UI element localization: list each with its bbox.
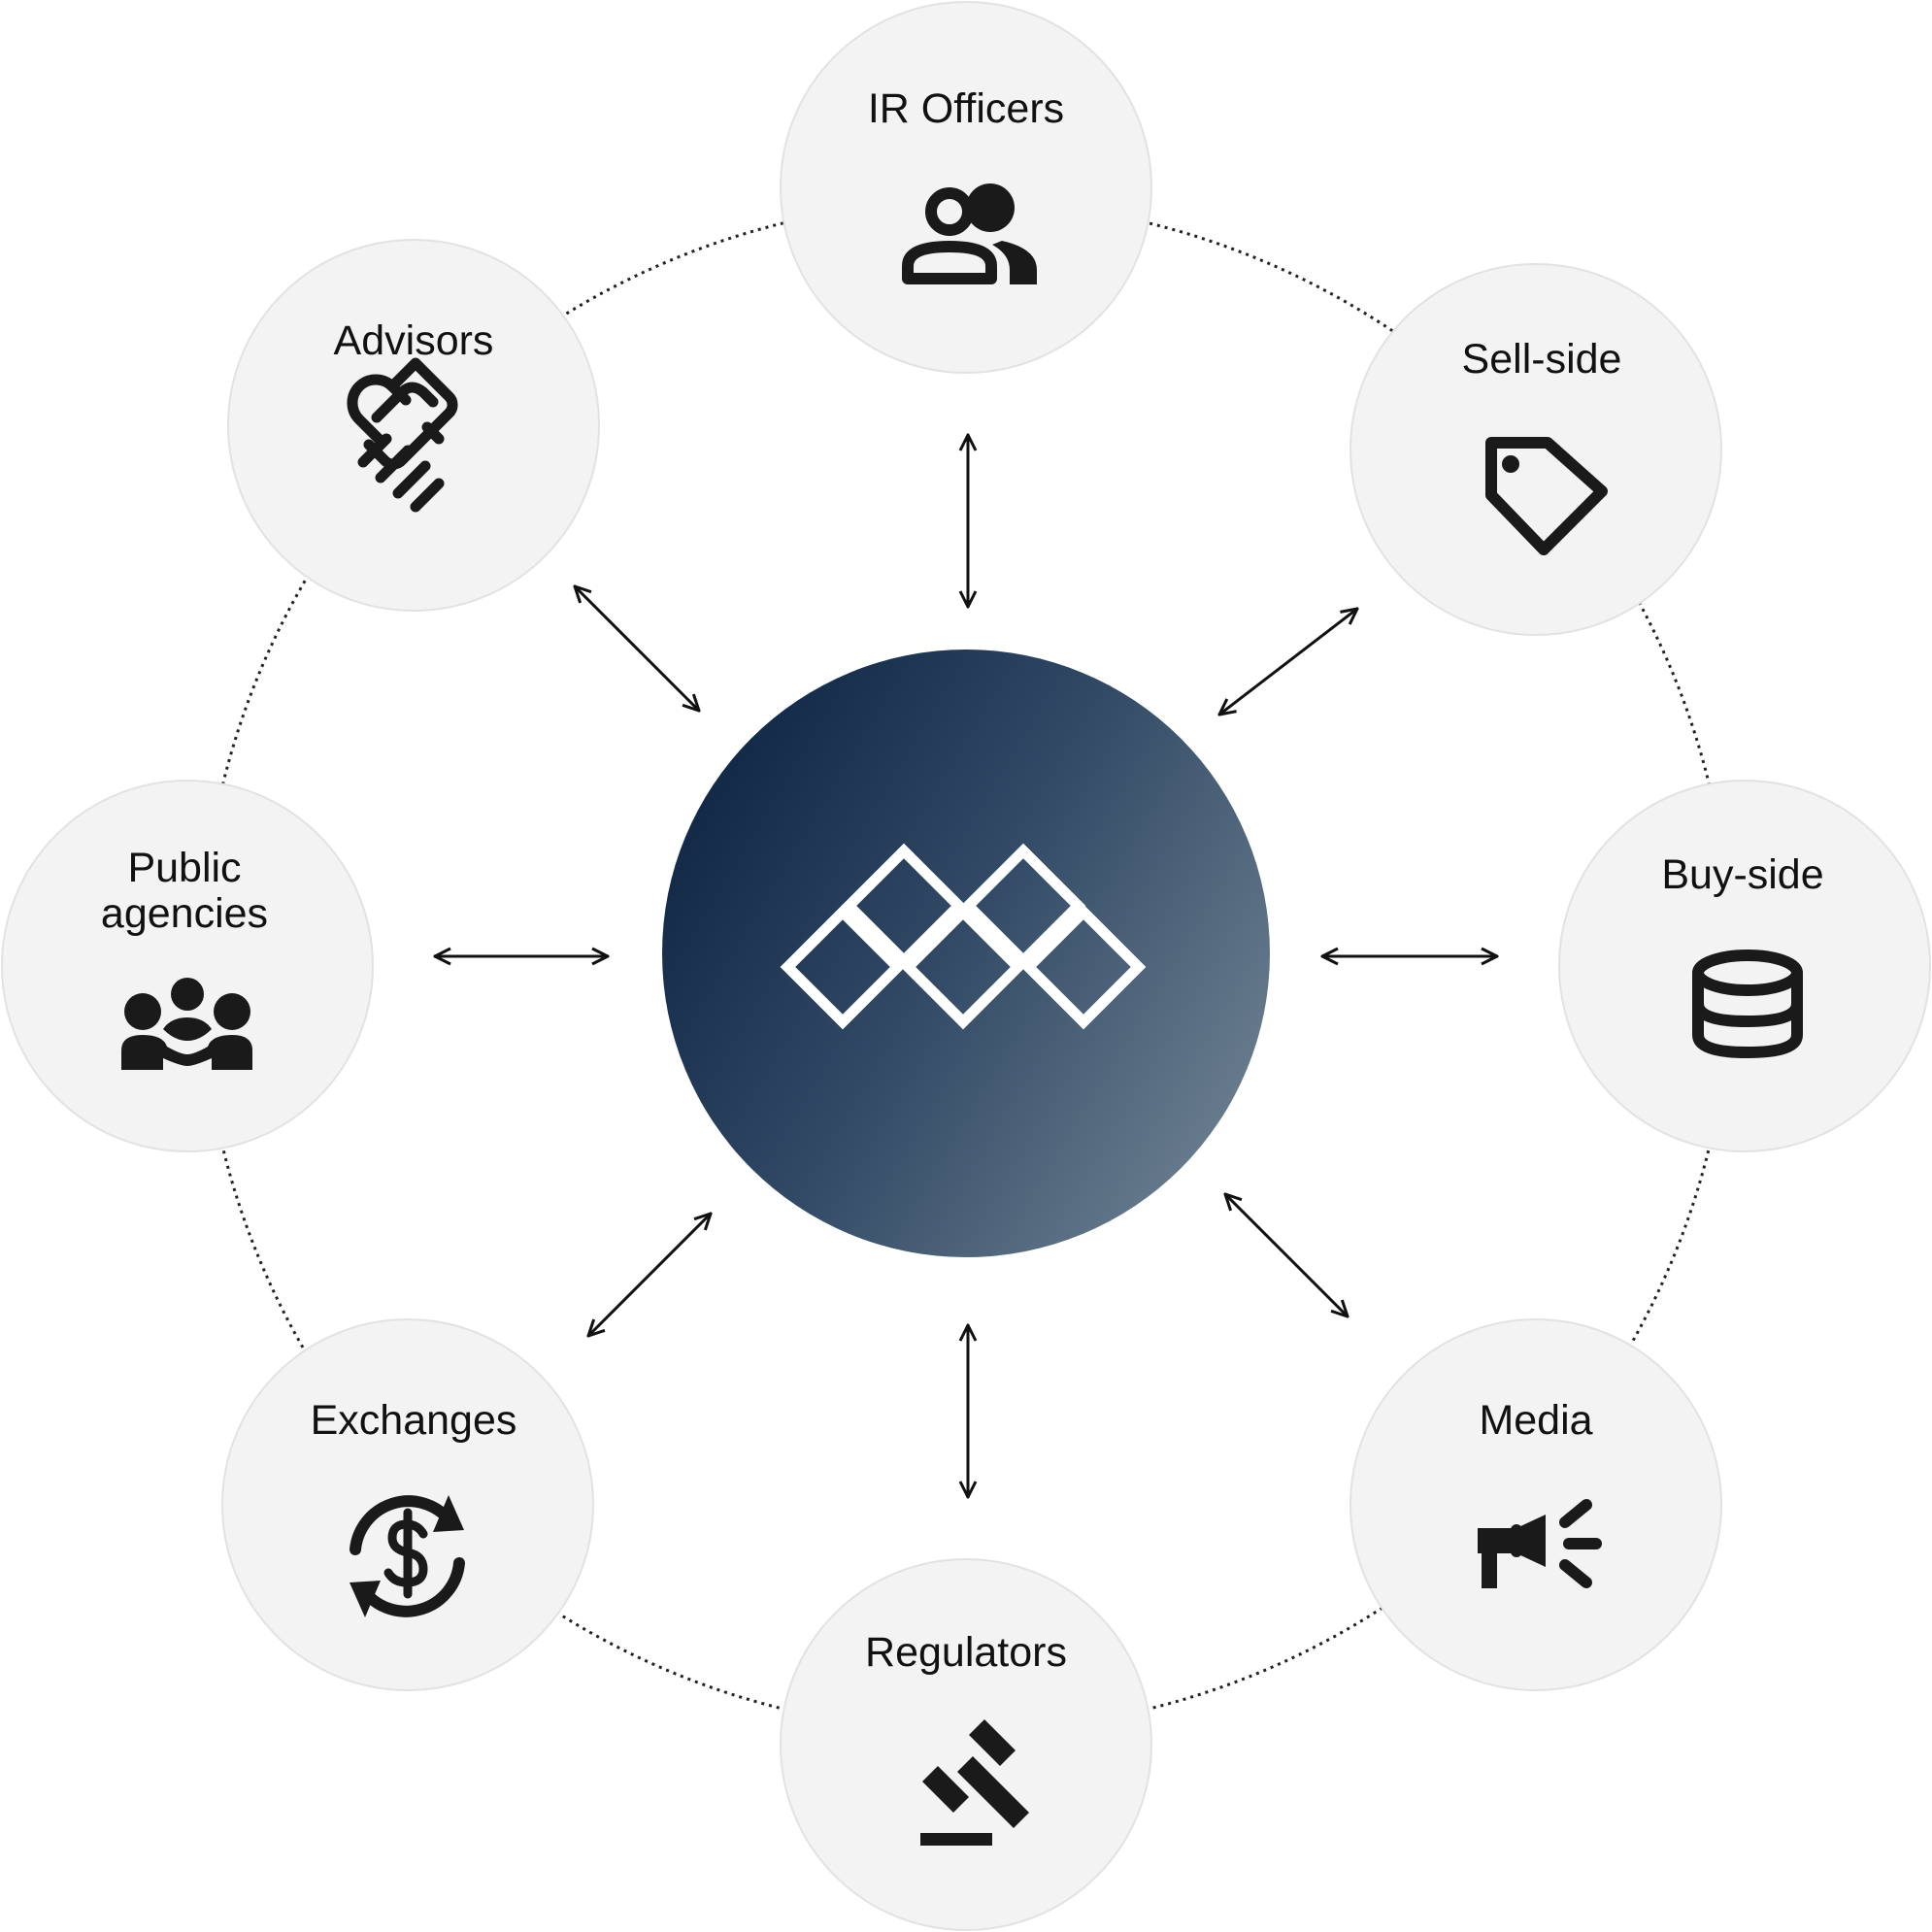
node-buy-side[interactable]: Buy-side <box>1558 780 1931 1152</box>
node-circle <box>1 780 374 1152</box>
arrow-advisors <box>573 584 701 713</box>
group-icon <box>121 978 252 1070</box>
node-circle <box>1349 1318 1722 1691</box>
database-icon <box>1692 949 1803 1058</box>
node-label-sell-side: Sell-side <box>1462 336 1622 383</box>
node-ir-officers[interactable]: IR Officers <box>780 1 1152 374</box>
node-sell-side[interactable]: Sell-side <box>1349 263 1722 636</box>
node-circle <box>227 239 600 612</box>
central-hub <box>662 650 1270 1257</box>
node-advisors[interactable]: Advisors <box>227 239 600 612</box>
node-exchanges[interactable]: Exchanges <box>221 1318 594 1691</box>
logo-icon <box>780 843 1147 1030</box>
node-label-media: Media <box>1479 1397 1592 1444</box>
node-label-ir-officers: IR Officers <box>868 85 1064 132</box>
node-circle <box>780 1 1152 374</box>
node-label-advisors: Advisors <box>334 317 494 364</box>
node-label-public-agencies-2: agencies <box>101 890 268 937</box>
node-regulators[interactable]: Regulators <box>780 1558 1152 1931</box>
node-label-buy-side: Buy-side <box>1661 851 1823 898</box>
node-media[interactable]: Media <box>1349 1318 1722 1691</box>
node-label-public-agencies: Public <box>127 845 241 891</box>
arrow-sell-side <box>1217 607 1359 716</box>
currency-exchange-icon <box>350 1495 465 1617</box>
gavel-icon <box>920 1719 1029 1846</box>
node-label-exchanges: Exchanges <box>311 1397 517 1444</box>
node-label-regulators: Regulators <box>865 1629 1067 1676</box>
handshake-icon <box>347 357 458 513</box>
node-circle <box>1349 263 1722 636</box>
connection-arrows <box>433 433 1499 1499</box>
node-public-agencies[interactable]: Public agencies <box>1 780 374 1152</box>
arrow-exchanges <box>586 1212 713 1338</box>
hub-circle <box>662 650 1270 1257</box>
megaphone-icon <box>1478 1499 1602 1588</box>
node-circle <box>780 1558 1152 1931</box>
tag-icon <box>1485 437 1608 555</box>
people-icon <box>902 183 1037 284</box>
arrow-media <box>1223 1192 1349 1318</box>
node-circle <box>1558 780 1931 1152</box>
